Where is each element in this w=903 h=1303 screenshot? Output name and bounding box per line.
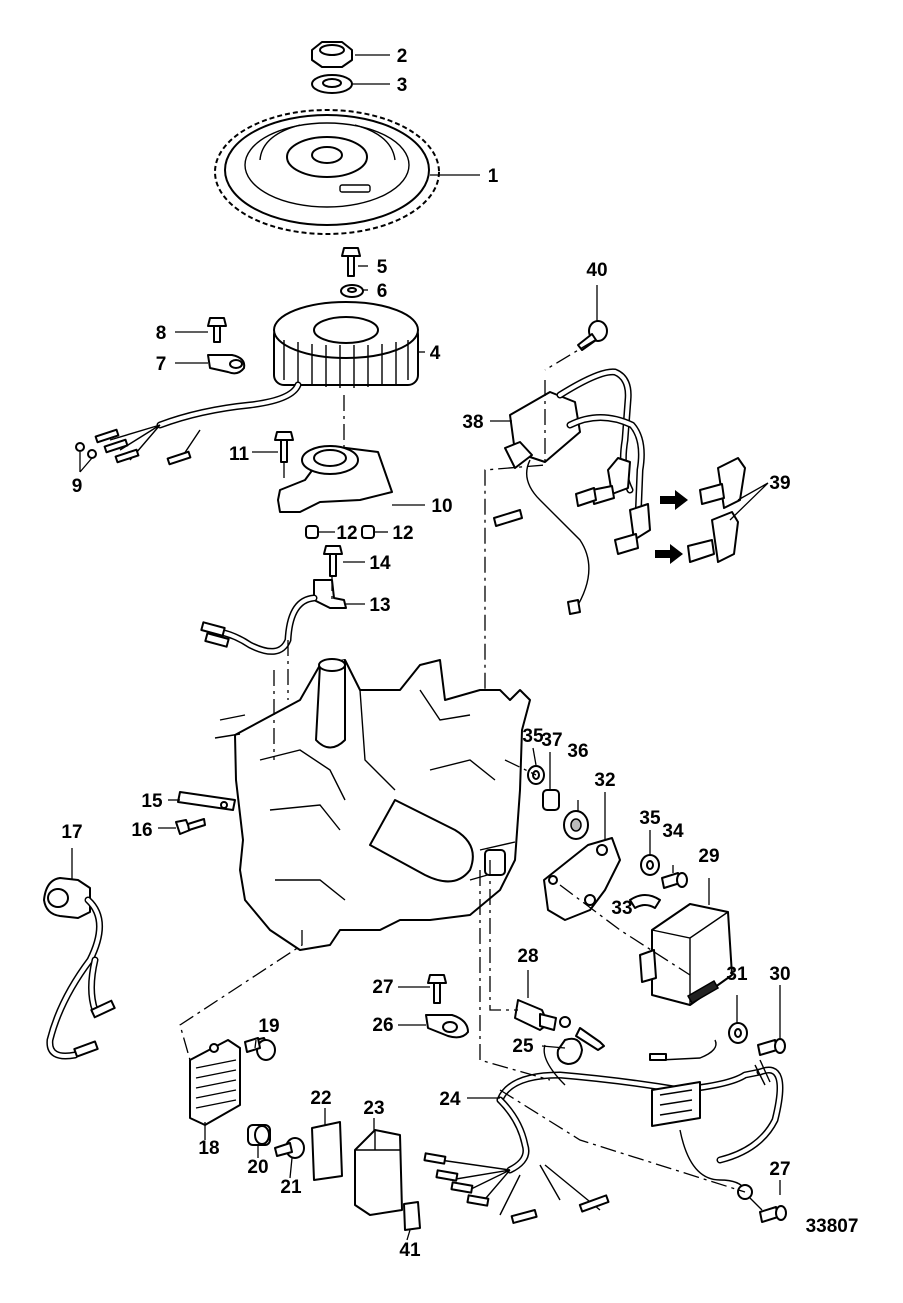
ground-lead [556,1037,583,1065]
wire-clamp [207,354,246,375]
callout-8: 8 [156,323,167,344]
callout-35-left: 35 [522,726,544,747]
callout-7: 7 [156,354,167,375]
flywheel-nut [311,41,353,68]
sensor-screw [323,545,343,577]
callout-22: 22 [310,1088,331,1109]
powerhead-block [214,658,531,951]
ground-strap [177,791,236,811]
bracket-screw-34 [661,872,688,889]
callout-2: 2 [397,46,408,67]
callout-29: 29 [698,846,719,867]
stator [273,301,419,388]
decal [311,1121,343,1181]
callout-35-right: 35 [639,808,661,829]
callout-3: 3 [397,75,408,96]
ground-screw [175,818,206,835]
callout-11: 11 [229,444,250,465]
temp-sensor [514,999,605,1051]
spacer-35b [640,854,660,876]
callout-36: 36 [567,741,588,762]
arrow-icon [655,490,688,564]
callout-17: 17 [61,822,82,843]
washer-31 [728,1022,748,1044]
stator-harness [75,381,302,466]
callout-19: 19 [258,1016,279,1037]
stop-switch-harness [43,877,116,1060]
clamp-screw [207,317,227,343]
clamp-bolt-upper [427,974,447,1004]
label [403,1201,421,1231]
main-harness [423,1039,784,1224]
harness-ground-screw [749,1197,787,1223]
callout-24: 24 [439,1089,461,1110]
callout-40: 40 [586,260,607,281]
diagram-id: 33807 [806,1216,859,1237]
flywheel-washer [311,74,353,94]
callout-41: 41 [399,1240,421,1261]
callout-12-right: 12 [392,523,413,544]
spark-plug-caps-left [575,457,651,555]
ignition-coil [493,368,645,615]
callout-27-upper: 27 [372,977,393,998]
flywheel [214,109,440,235]
callout-25: 25 [512,1036,534,1057]
callout-5: 5 [377,257,388,278]
callout-34: 34 [662,821,684,842]
callout-33: 33 [611,898,632,919]
callout-labels: 2 3 1 5 6 4 8 7 9 11 10 12 12 14 13 40 3… [61,46,858,1261]
stator-screw [341,247,361,277]
callout-9: 9 [72,476,83,497]
callout-27-lower: 27 [769,1159,790,1180]
spark-plug-caps-right [687,457,746,563]
callout-12-left: 12 [336,523,357,544]
callout-28: 28 [517,946,538,967]
coil-screw-40 [577,320,608,351]
callout-10: 10 [431,496,452,517]
bracket-screw [274,431,294,463]
callout-20: 20 [247,1157,268,1178]
callout-6: 6 [377,281,388,302]
callout-31: 31 [726,964,748,985]
mounting-bracket [543,837,621,921]
alignment-lines [179,339,746,1193]
callout-4: 4 [430,343,441,364]
callout-14: 14 [369,553,391,574]
crank-sensor [200,579,347,655]
callout-39: 39 [769,473,790,494]
bushing-37 [542,789,560,811]
stator-washer [340,284,364,298]
callout-37: 37 [541,730,562,751]
callout-26: 26 [372,1015,393,1036]
ecu-cover [354,1129,403,1216]
wire-clip-33 [629,894,661,909]
rectifier [189,1039,241,1126]
callout-32: 32 [594,770,615,791]
callout-23: 23 [363,1098,384,1119]
callout-18: 18 [198,1138,219,1159]
rectifier-screw [244,1037,276,1061]
grommet-36 [563,810,589,840]
callout-38: 38 [462,412,483,433]
callout-13: 13 [369,595,390,616]
dowel-pins [305,525,375,539]
module-screw-30 [757,1038,786,1056]
callout-30: 30 [769,964,790,985]
callout-1: 1 [488,166,499,187]
rectifier-bolt [274,1137,305,1159]
leader-lines [71,54,781,1241]
harness-clamp [425,1014,469,1039]
callout-21: 21 [280,1177,302,1198]
callout-16: 16 [131,820,152,841]
rectifier-spacer [247,1124,271,1146]
trigger-bracket [277,445,393,513]
cdi-module [639,903,733,1006]
callout-15: 15 [141,791,163,812]
